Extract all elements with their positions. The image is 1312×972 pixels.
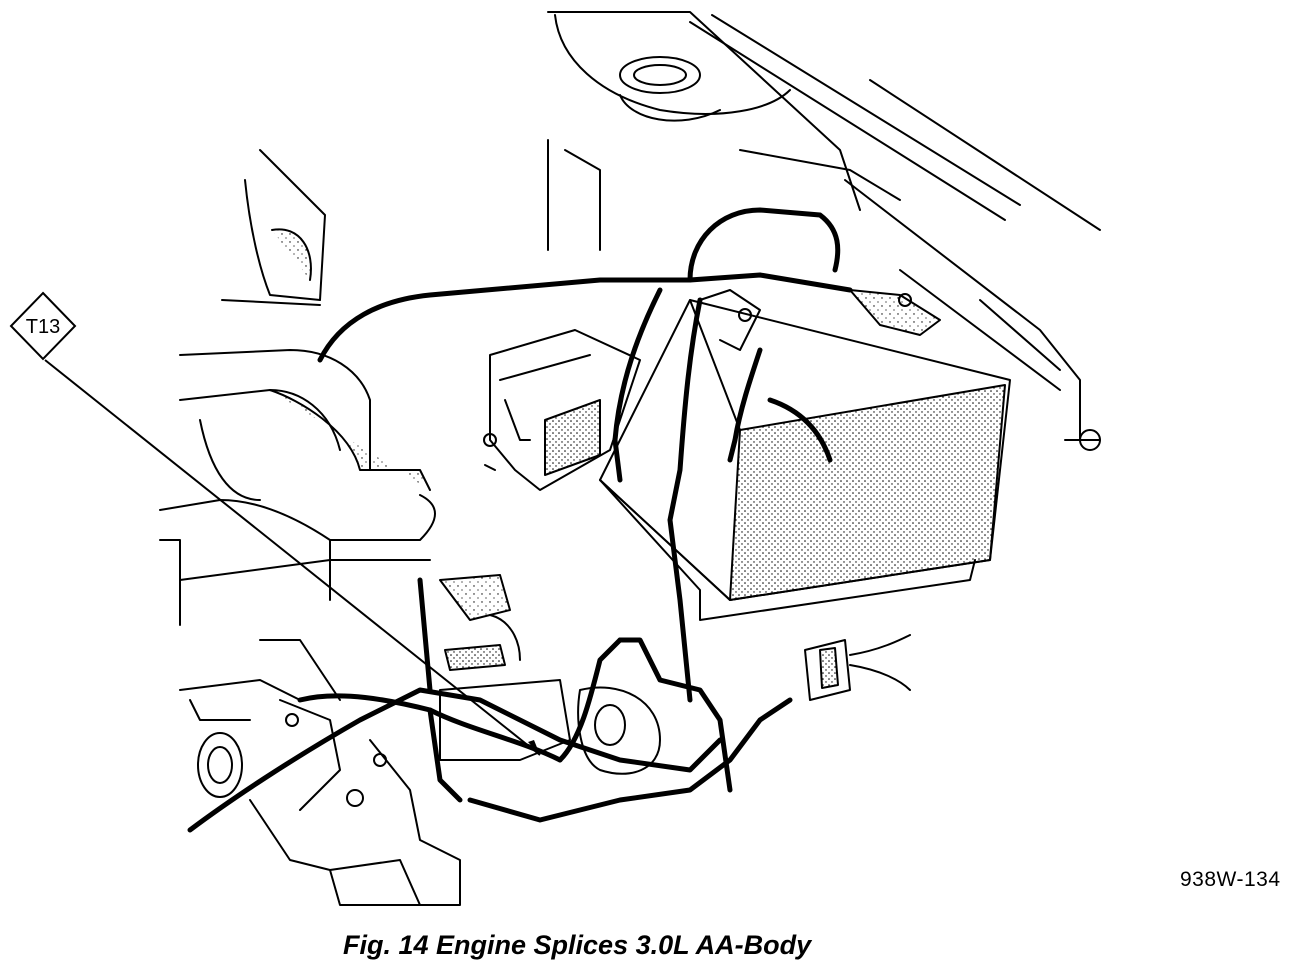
callout-arrowhead	[528, 740, 540, 755]
control-module	[483, 329, 641, 491]
intake-plenum	[159, 349, 436, 626]
wiring-harness-lower	[187, 577, 793, 833]
wiring-harness-upper	[317, 207, 853, 703]
fender-edge	[689, 14, 1101, 451]
callout-t13: T13	[9, 291, 541, 756]
engine-lower-components	[439, 574, 661, 775]
harness-connector-right	[804, 634, 911, 701]
battery	[599, 299, 1011, 621]
battery-terminals	[699, 289, 941, 351]
callout-diamond	[9, 291, 77, 361]
cowl-panel	[221, 149, 326, 306]
callout-label: T13	[26, 316, 60, 338]
figure-reference-code: 938W-134	[1180, 868, 1281, 891]
callout-leader-line	[44, 359, 541, 756]
strut-tower	[547, 11, 901, 251]
figure-caption: Fig. 14 Engine Splices 3.0L AA-Body	[343, 930, 812, 960]
transmission-bracket	[179, 639, 461, 906]
